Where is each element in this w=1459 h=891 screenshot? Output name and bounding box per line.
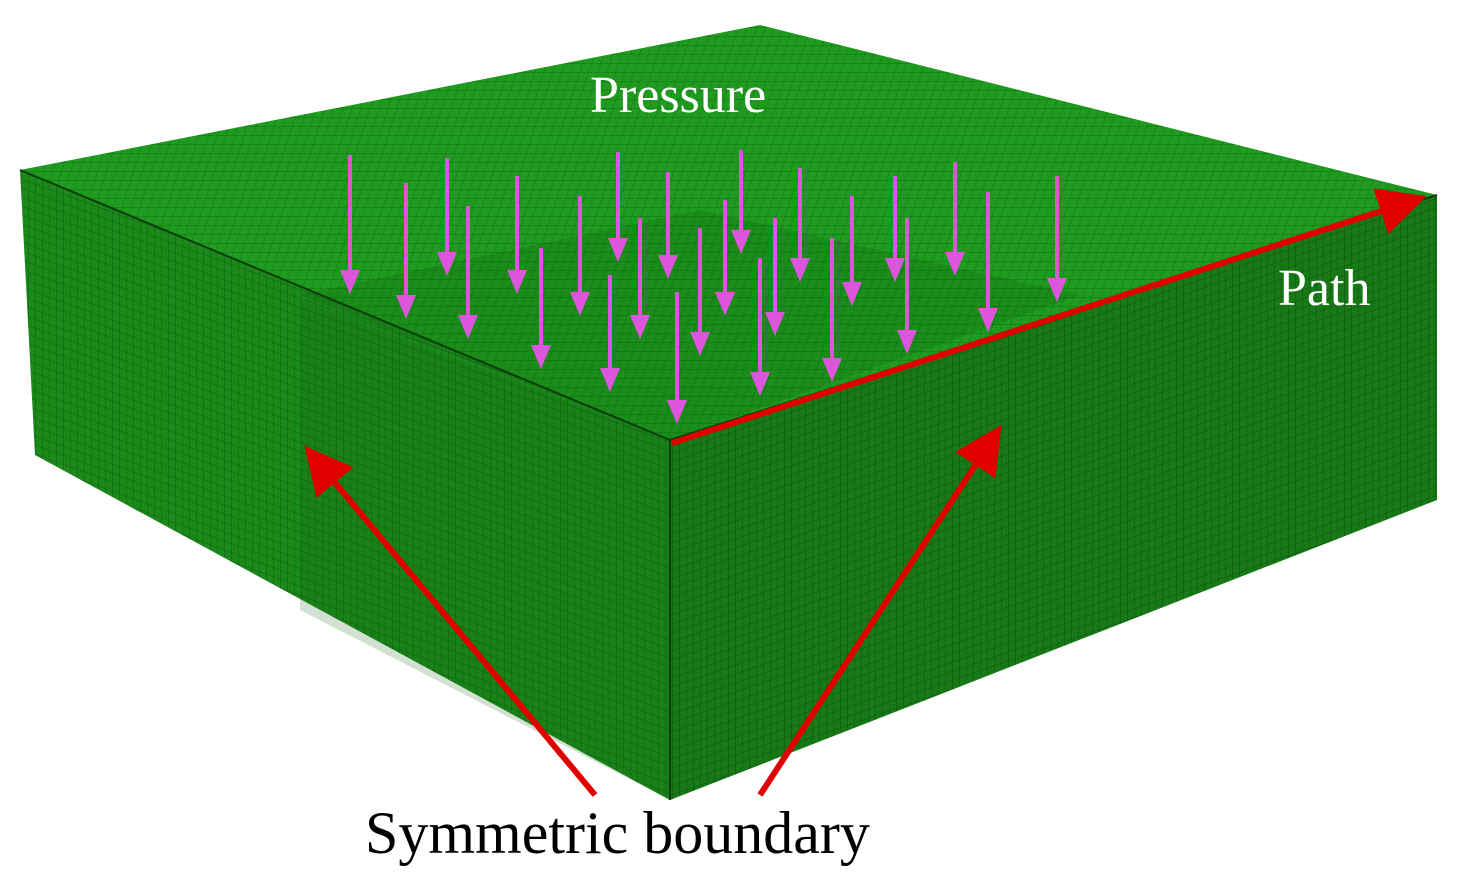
pressure-arrowhead-icon: [458, 315, 478, 339]
pressure-arrowhead-icon: [600, 368, 620, 392]
pressure-arrowhead-icon: [437, 252, 457, 276]
symmetric-boundary-label: Symmetric boundary: [365, 800, 870, 866]
pressure-arrowhead-icon: [340, 270, 360, 294]
pressure-arrows: [340, 150, 1067, 424]
pressure-arrowhead-icon: [790, 258, 810, 282]
pressure-arrowhead-icon: [690, 332, 710, 356]
pressure-arrowhead-icon: [750, 372, 770, 396]
pressure-arrowhead-icon: [1047, 278, 1067, 302]
path-label: Path: [1278, 260, 1370, 317]
pressure-arrowhead-icon: [396, 295, 416, 319]
pressure-arrowhead-icon: [667, 400, 687, 424]
pressure-arrowhead-icon: [658, 255, 678, 279]
pressure-arrowhead-icon: [897, 330, 917, 354]
pressure-arrowhead-icon: [978, 308, 998, 332]
pressure-arrowhead-icon: [765, 312, 785, 336]
pressure-arrowhead-icon: [570, 292, 590, 316]
pressure-arrowhead-icon: [531, 345, 551, 369]
pressure-arrowhead-icon: [507, 270, 527, 294]
pressure-arrowhead-icon: [885, 258, 905, 282]
block-top-face: [20, 25, 1437, 440]
pressure-arrowhead-icon: [731, 230, 751, 254]
load-patch: [300, 210, 1080, 440]
pressure-arrowhead-icon: [715, 292, 735, 316]
pressure-arrowhead-icon: [608, 238, 628, 262]
pressure-arrowhead-icon: [945, 252, 965, 276]
pressure-label: Pressure: [590, 67, 766, 124]
symmetric-boundary-right-arrow-icon: [757, 424, 1002, 797]
block-right-face: [670, 195, 1437, 800]
path-arrow-icon: [671, 188, 1427, 446]
pressure-arrowhead-icon: [630, 315, 650, 339]
pressure-arrowhead-icon: [842, 282, 862, 306]
refined-mesh-region: [300, 300, 670, 800]
symmetric-boundary-left-arrow-icon: [304, 445, 598, 797]
pressure-arrowhead-icon: [822, 358, 842, 382]
